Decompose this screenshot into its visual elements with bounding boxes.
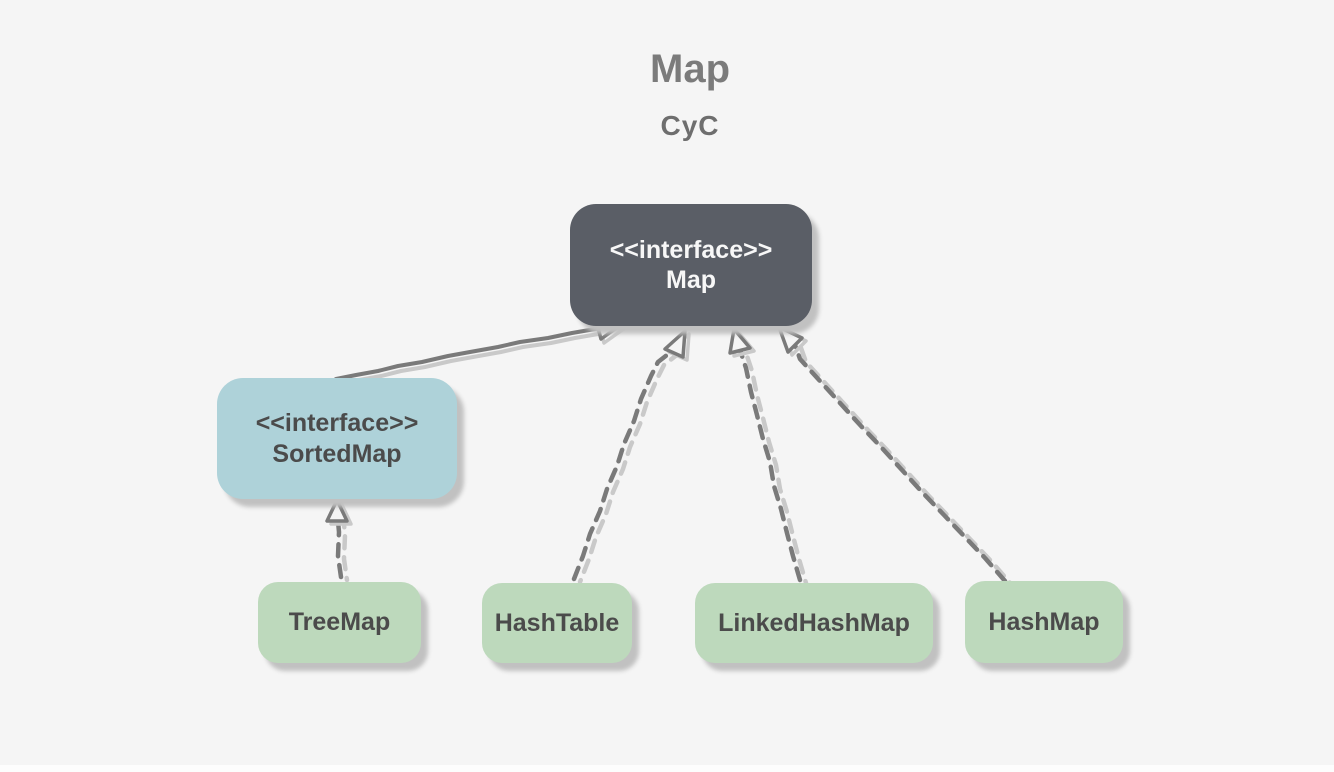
node-name: LinkedHashMap — [718, 608, 910, 637]
edge-sortedmap-extends-map — [334, 318, 627, 386]
node-name: Map — [666, 266, 716, 294]
node-hashmap: HashMap — [965, 581, 1123, 663]
page-subtitle: CyC — [660, 110, 720, 141]
arrowhead-icon — [777, 325, 804, 354]
arrowhead-icon — [325, 498, 349, 523]
node-linkedhashmap: LinkedHashMap — [695, 583, 933, 663]
page-title: Map — [650, 47, 730, 91]
node-name: TreeMap — [288, 608, 391, 637]
node-stereotype: <<interface>> — [255, 409, 419, 437]
arrowhead-icon — [728, 327, 752, 355]
node-stereotype: <<interface>> — [609, 235, 773, 264]
node-map-interface: <<interface>> Map — [570, 204, 812, 326]
node-treemap: TreeMap — [258, 582, 421, 663]
node-name: HashTable — [494, 608, 620, 637]
edge-hashmap-implements-map — [777, 325, 1014, 587]
edge-linkedhashmap-implements-map — [728, 327, 809, 586]
edge-hashtable-implements-map — [571, 329, 691, 585]
edge-treemap-implements-sortedmap — [325, 498, 353, 583]
bottom-edge-strip — [0, 765, 1334, 772]
node-hashtable: HashTable — [482, 583, 632, 663]
node-name: HashMap — [988, 607, 1100, 636]
node-name: SortedMap — [272, 439, 402, 468]
arrowhead-icon — [663, 329, 687, 359]
node-sortedmap-interface: <<interface>> SortedMap — [217, 378, 457, 499]
